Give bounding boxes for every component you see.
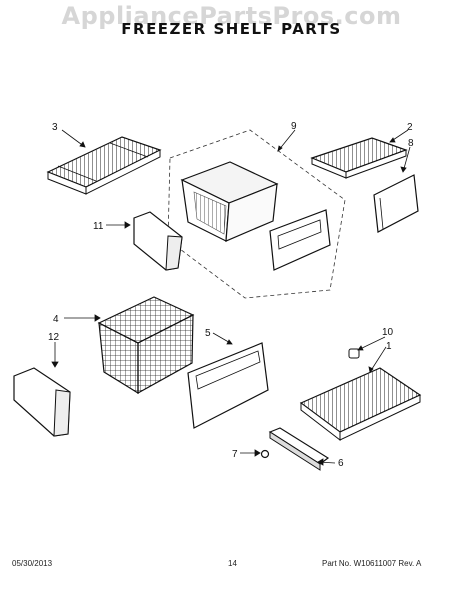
callout-7: 7 xyxy=(232,449,238,460)
assembly-boundary-part-9 xyxy=(167,129,346,299)
callout-8: 8 xyxy=(408,138,414,149)
callout-10: 10 xyxy=(382,327,394,338)
shelf-trim-part-8 xyxy=(373,174,419,233)
callout-3: 3 xyxy=(52,122,58,133)
bracket-part-11 xyxy=(133,211,183,271)
callout-9: 9 xyxy=(291,121,297,132)
bracket-part-12 xyxy=(13,367,71,437)
basket-front-part-5 xyxy=(187,342,269,429)
rail-part-6 xyxy=(268,427,330,471)
shelf-part-1 xyxy=(299,367,422,442)
shelf-part-2 xyxy=(310,137,408,179)
drawer-bin-part-9 xyxy=(180,161,279,242)
screw-part-7 xyxy=(260,449,270,459)
callout-2: 2 xyxy=(407,122,413,133)
callout-11: 11 xyxy=(93,221,104,232)
callout-6: 6 xyxy=(338,458,344,469)
callout-12: 12 xyxy=(48,332,60,343)
footer-page-number: 14 xyxy=(228,559,237,568)
wire-shelf-part-3 xyxy=(46,136,162,195)
callout-5: 5 xyxy=(205,328,211,339)
callout-1: 1 xyxy=(386,341,392,352)
callout-4: 4 xyxy=(53,314,59,325)
page-title: FREEZER SHELF PARTS xyxy=(121,20,342,38)
footer-date: 05/30/2013 xyxy=(12,559,53,568)
watermark: AppliancePartsPros.com xyxy=(61,2,402,30)
cap-part-10 xyxy=(348,348,360,359)
footer-part-number: Part No. W10611007 Rev. A xyxy=(322,559,422,568)
drawer-front-part-9 xyxy=(269,209,331,271)
leader-lines xyxy=(51,129,411,466)
wire-basket-part-4 xyxy=(97,296,195,395)
